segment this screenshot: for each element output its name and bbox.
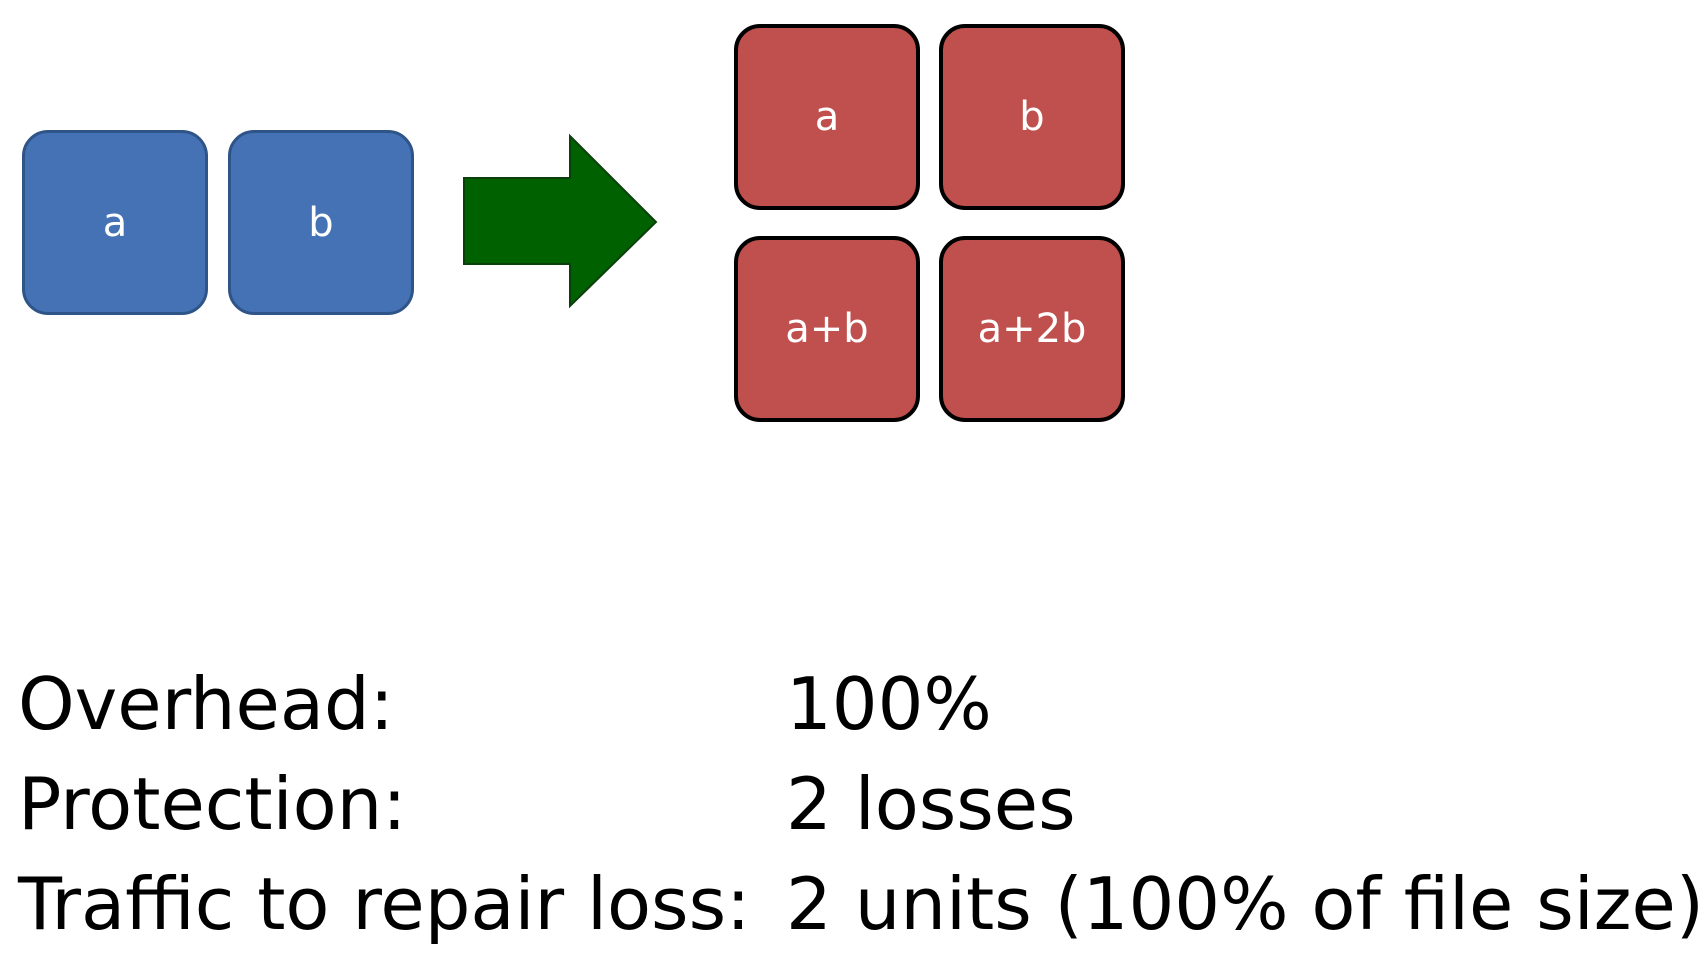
encoded-block-label: a+2b [977,306,1087,352]
stat-value: 2 losses [786,762,1076,846]
encoded-block-a-plus-b: a+b [734,236,920,422]
encoded-block-label: b [1019,94,1045,140]
source-block-b: b [228,130,414,315]
stat-value: 2 units (100% of file size) [786,862,1704,946]
stat-label: Traffic to repair loss: [18,862,751,946]
encoded-block-b: b [939,24,1125,210]
encoded-block-label: a+b [785,306,869,352]
arrow-shape [463,133,658,309]
source-block-label: b [308,199,334,246]
source-block-label: a [102,199,128,246]
arrow-right-icon [463,133,658,309]
source-block-a: a [22,130,208,315]
encoded-block-label: a [814,94,840,140]
stat-value: 100% [786,662,992,746]
encoded-block-a-plus-2b: a+2b [939,236,1125,422]
stat-label: Protection: [18,762,407,846]
stat-label: Overhead: [18,662,394,746]
encoded-block-a: a [734,24,920,210]
